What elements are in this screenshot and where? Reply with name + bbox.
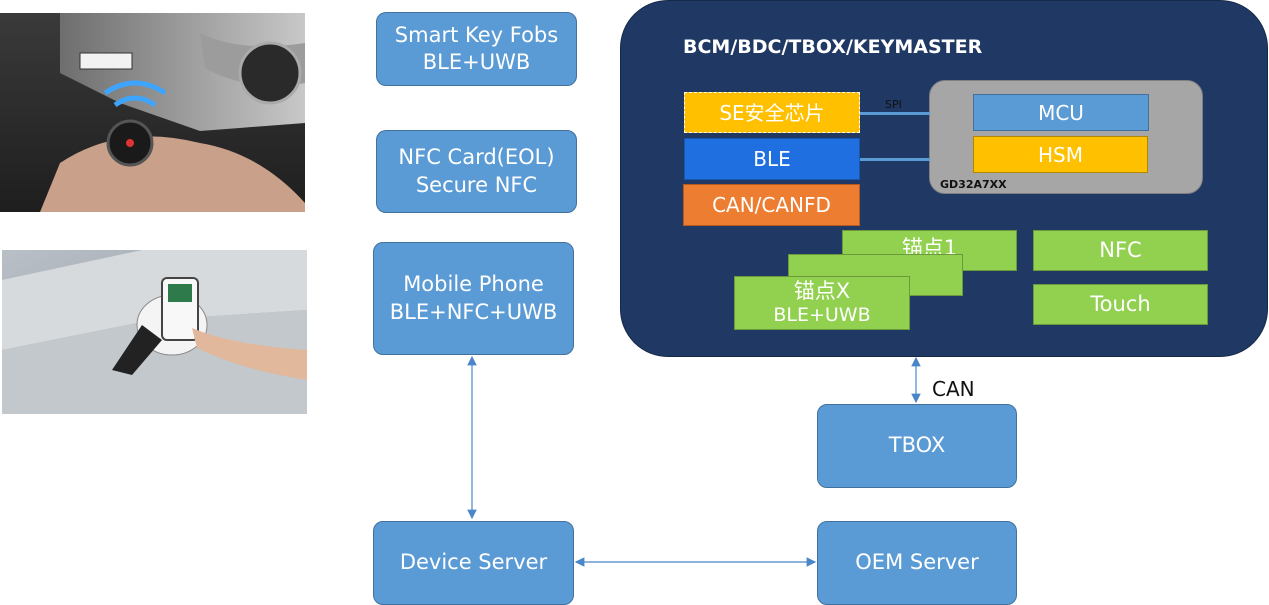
nfc-card-box: NFC Card(EOL) Secure NFC [376, 130, 577, 213]
anchor-x-label: 锚点X [793, 279, 851, 303]
oem-server-label: OEM Server [855, 550, 979, 575]
anchor-x-tech: BLE+UWB [773, 304, 871, 327]
tbox-label: TBOX [888, 433, 946, 458]
hsm-box: HSM [973, 136, 1148, 173]
vehicle-module-title: BCM/BDC/TBOX/KEYMASTER [683, 36, 983, 58]
se-chip-box: SE安全芯片 [684, 92, 860, 133]
touch-box: Touch [1033, 284, 1208, 325]
mobile-phone-box: Mobile Phone BLE+NFC+UWB [373, 242, 574, 355]
device-server-box: Device Server [373, 521, 574, 605]
ble-box: BLE [684, 138, 860, 180]
tbox-box: TBOX [817, 404, 1017, 488]
spi-line [860, 112, 930, 115]
nfc-box: NFC [1033, 230, 1208, 271]
anchor-x-box: 锚点X BLE+UWB [734, 276, 910, 330]
smart-key-fobs-tech: BLE+UWB [422, 50, 531, 74]
chip-name-label: GD32A7XX [940, 178, 1007, 191]
nfc-card-tech: Secure NFC [415, 172, 538, 197]
mobile-phone-label: Mobile Phone [403, 272, 544, 297]
ble-mcu-line [860, 158, 930, 161]
car-phone-photo [2, 250, 307, 414]
oem-server-box: OEM Server [817, 521, 1017, 605]
can-canfd-box: CAN/CANFD [683, 184, 860, 226]
spi-label: SPI [885, 98, 902, 111]
nfc-card-label: NFC Card(EOL) [398, 145, 555, 170]
smart-key-fobs-label: Smart Key Fobs [394, 22, 559, 47]
mobile-phone-tech: BLE+NFC+UWB [389, 299, 558, 324]
device-server-label: Device Server [399, 550, 548, 575]
smart-key-fobs-box: Smart Key Fobs BLE+UWB [376, 12, 577, 86]
mcu-box: MCU [973, 94, 1149, 131]
car-watch-photo [0, 13, 305, 212]
can-label: CAN [932, 377, 975, 401]
